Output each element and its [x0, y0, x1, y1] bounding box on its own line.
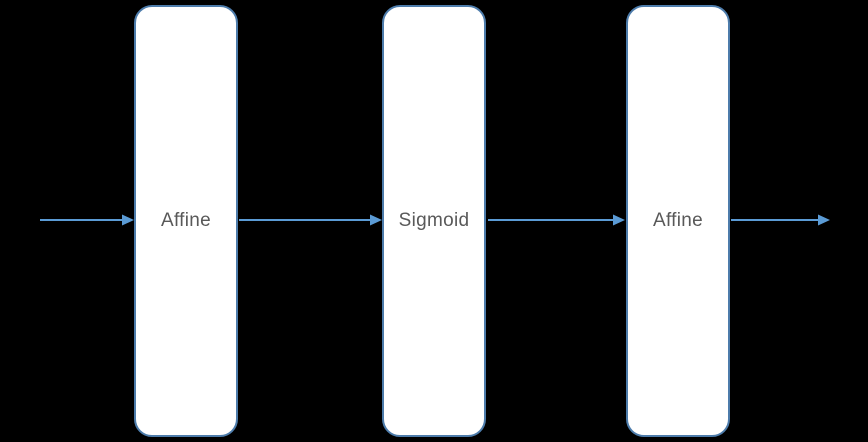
node-affine-1[interactable]: Affine	[134, 5, 238, 437]
node-label: Affine	[160, 210, 212, 231]
arrow-input[interactable]	[40, 214, 134, 226]
arrowhead-icon	[818, 214, 830, 226]
node-label: Affine	[652, 210, 704, 231]
arrowhead-icon	[122, 214, 134, 226]
arrow-output[interactable]	[731, 214, 830, 226]
arrow-affine1-to-sigmoid[interactable]	[239, 214, 382, 226]
arrowhead-icon	[370, 214, 382, 226]
arrowhead-icon	[613, 214, 625, 226]
node-label: Sigmoid	[398, 210, 470, 231]
node-sigmoid-1[interactable]: Sigmoid	[382, 5, 486, 437]
node-affine-2[interactable]: Affine	[626, 5, 730, 437]
arrow-sigmoid-to-affine2[interactable]	[488, 214, 625, 226]
